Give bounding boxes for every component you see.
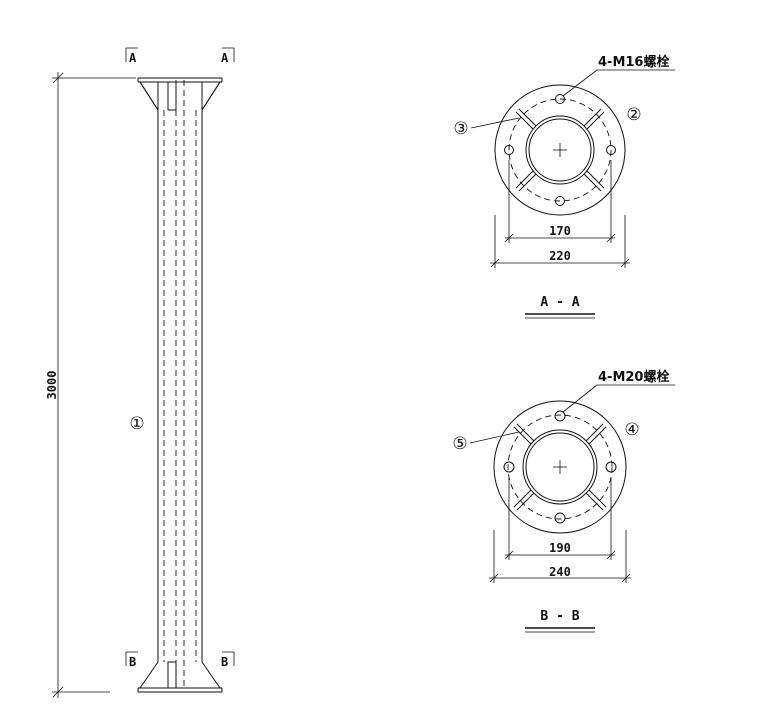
- dimension-inner-a: 170: [504, 160, 616, 243]
- section-marker-b-left: B: [125, 651, 138, 669]
- svg-text:B: B: [221, 655, 228, 669]
- svg-text:A: A: [129, 51, 137, 65]
- part-callout-1: ①: [129, 414, 144, 434]
- svg-text:240: 240: [549, 565, 571, 579]
- bolt-hole: [504, 145, 514, 155]
- section-b-title: B - B: [540, 609, 579, 624]
- bolt-hole: [554, 512, 566, 524]
- part-callout-2: ②: [626, 105, 641, 125]
- dimension-inner-b: 190: [504, 478, 616, 560]
- bolt-hole: [554, 410, 566, 422]
- svg-text:3000: 3000: [45, 371, 59, 400]
- top-base-plate: [137, 77, 223, 112]
- bolt-hole: [555, 196, 565, 206]
- part-callout-5: ⑤: [452, 434, 467, 454]
- bolt-hole: [605, 461, 617, 473]
- svg-text:190: 190: [549, 541, 571, 555]
- height-dimension: 3000: [45, 72, 136, 698]
- svg-text:B: B: [129, 655, 136, 669]
- bolt-note: 4-M16螺栓: [598, 54, 669, 70]
- svg-text:A: A: [221, 51, 229, 65]
- section-marker-a-left: A: [125, 47, 138, 65]
- column-elevation: A A B B 3000 ①: [45, 47, 235, 698]
- svg-text:220: 220: [549, 249, 571, 263]
- dimension-outer-b: 240: [489, 530, 631, 583]
- part-callout-3: ③: [453, 119, 468, 139]
- bolt-note: 4-M20螺栓: [598, 369, 669, 385]
- section-b-view: 4-M20螺栓 ⑤ ④ 190 240 B - B: [452, 369, 675, 633]
- bottom-base-plate: [137, 661, 223, 693]
- section-a-title: A - A: [540, 295, 579, 310]
- bolt-hole: [555, 94, 565, 104]
- dimension-outer-a: 220: [490, 215, 630, 268]
- bolt-hole: [606, 145, 616, 155]
- section-marker-b-right: B: [221, 651, 235, 669]
- svg-text:170: 170: [549, 224, 571, 238]
- part-callout-4: ④: [624, 420, 639, 440]
- bolt-hole: [503, 461, 515, 473]
- section-a-view: 4-M16螺栓 ③ ② 170 220 A - A: [453, 54, 675, 319]
- section-marker-a-right: A: [221, 47, 235, 65]
